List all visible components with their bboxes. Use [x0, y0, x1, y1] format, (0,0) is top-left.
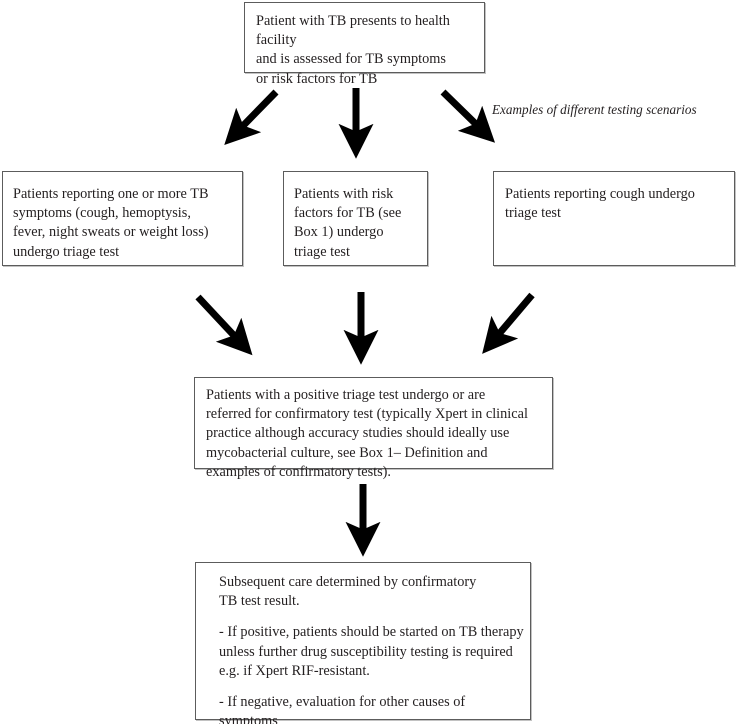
subsequent-care-paragraph: - If positive, patients should be starte… [219, 624, 524, 679]
symptoms-triage-box-text: Patients reporting one or more TB sympto… [13, 186, 209, 260]
arrow-left-scenario-to-confirmatory [195, 294, 253, 356]
symptoms-triage-box: Patients reporting one or more TB sympto… [2, 171, 243, 266]
subsequent-care-paragraphs: Subsequent care determined by confirmato… [219, 573, 525, 724]
arrow-right-scenario-to-confirmatory [482, 292, 535, 354]
cough-triage-box: Patients reporting cough undergo triage … [493, 171, 735, 266]
cough-triage-box-text: Patients reporting cough undergo triage … [505, 186, 695, 222]
presentation-box-text: Patient with TB presents to health facil… [256, 13, 450, 87]
subsequent-care-box: Subsequent care determined by confirmato… [195, 562, 531, 724]
testing-scenarios-annotation: Examples of different testing scenarios [492, 102, 697, 117]
subsequent-care-paragraph: - If negative, evaluation for other caus… [219, 694, 466, 724]
arrow-top-to-left-scenario [224, 89, 279, 146]
confirmatory-test-box: Patients with a positive triage test und… [194, 377, 553, 480]
subsequent-care-paragraph: Subsequent care determined by confirmato… [219, 574, 477, 610]
risk-factors-triage-box-text: Patients with risk factors for TB (see B… [294, 186, 402, 260]
presentation-box: Patient with TB presents to health facil… [244, 2, 485, 87]
risk-factors-triage-box: Patients with risk factors for TB (see B… [283, 171, 428, 266]
confirmatory-test-box-text: Patients with a positive triage test und… [206, 387, 528, 480]
arrow-top-to-right-scenario [440, 89, 496, 143]
